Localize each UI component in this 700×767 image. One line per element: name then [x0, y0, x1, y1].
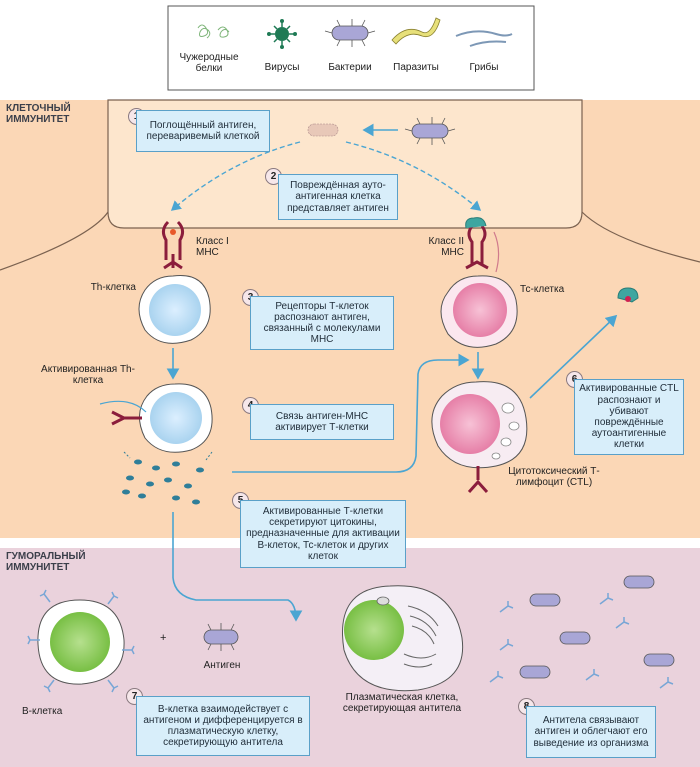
legend-label-fungi: Грибы: [469, 62, 499, 73]
step-box-5: Активированные Т-клетки секретируют цито…: [240, 500, 406, 568]
label-b-cell: В-клетка: [22, 706, 63, 717]
mhc-class-2-receptor: [465, 217, 489, 270]
step-box-6: Активированные CTL распознают и убивают …: [574, 379, 684, 455]
tc-cell: [440, 275, 518, 348]
mhc-class-1-receptor: [161, 220, 185, 260]
step-box-7: В-клетка взаимодействует с антигеном и д…: [136, 696, 310, 756]
bacteria-icon: [324, 19, 376, 47]
cytokines: [122, 459, 204, 505]
legend-box: [167, 5, 535, 91]
legend-label-bacteria: Бактерии: [328, 62, 372, 73]
killed-cell-marker: [617, 287, 639, 303]
b-cell: [27, 589, 135, 693]
digested-antigen: [307, 123, 339, 137]
virus-icon: [267, 19, 297, 49]
legend-label-parasites: Паразиты: [393, 62, 439, 73]
section-title-humoral: ГУМОРАЛЬНЫЙ ИММУНИТЕТ: [6, 551, 86, 573]
label-plus: +: [160, 632, 167, 644]
antibody-bacteria-cluster: [489, 575, 675, 689]
bacteria-top: [404, 117, 456, 145]
step-box-2: Повреждённая ауто-антигенная клетка пред…: [278, 174, 398, 220]
label-antigen: Антиген: [203, 660, 241, 671]
step-box-3: Рецепторы Т-клеток распознают антиген, с…: [250, 296, 394, 350]
th-cell: [138, 274, 211, 344]
foreign-protein-icon: [197, 24, 230, 39]
ctl-cell: [431, 381, 528, 494]
section-title-cellular: КЛЕТОЧНЫЙ ИММУНИТЕТ: [6, 103, 71, 125]
label-plasma-cell: Плазматическая клетка, секретирующая ант…: [342, 692, 462, 715]
step-box-8: Антитела связывают антиген и облегчают е…: [526, 706, 656, 758]
cell-boundary-left: [0, 211, 109, 271]
fungus-icon: [455, 30, 513, 47]
label-mhc-class-1: Класс I МНС: [196, 236, 229, 259]
parasite-icon: [391, 17, 441, 45]
label-mhc-class-2: Класс II МНС: [428, 236, 464, 259]
activated-th-cell: [99, 383, 213, 453]
step-box-1: Поглощённый антиген, переваривемый клетк…: [136, 110, 270, 152]
antigen-bacteria: [203, 623, 239, 651]
cell-boundary-right: [581, 211, 700, 263]
plasma-cell: [342, 585, 464, 692]
legend-label-proteins: Чужеродные белки: [179, 52, 239, 74]
legend-label-viruses: Вирусы: [264, 62, 300, 73]
step-box-4: Связь антиген-МНС активирует Т-клетки: [250, 404, 394, 440]
label-activated-th-cell: Активированная Th-клетка: [41, 364, 135, 387]
label-th-cell: Th-клетка: [90, 282, 136, 293]
label-ctl: Цитотоксический Т-лимфоцит (CTL): [508, 466, 600, 489]
label-tc-cell: Тс-клетка: [520, 284, 565, 295]
